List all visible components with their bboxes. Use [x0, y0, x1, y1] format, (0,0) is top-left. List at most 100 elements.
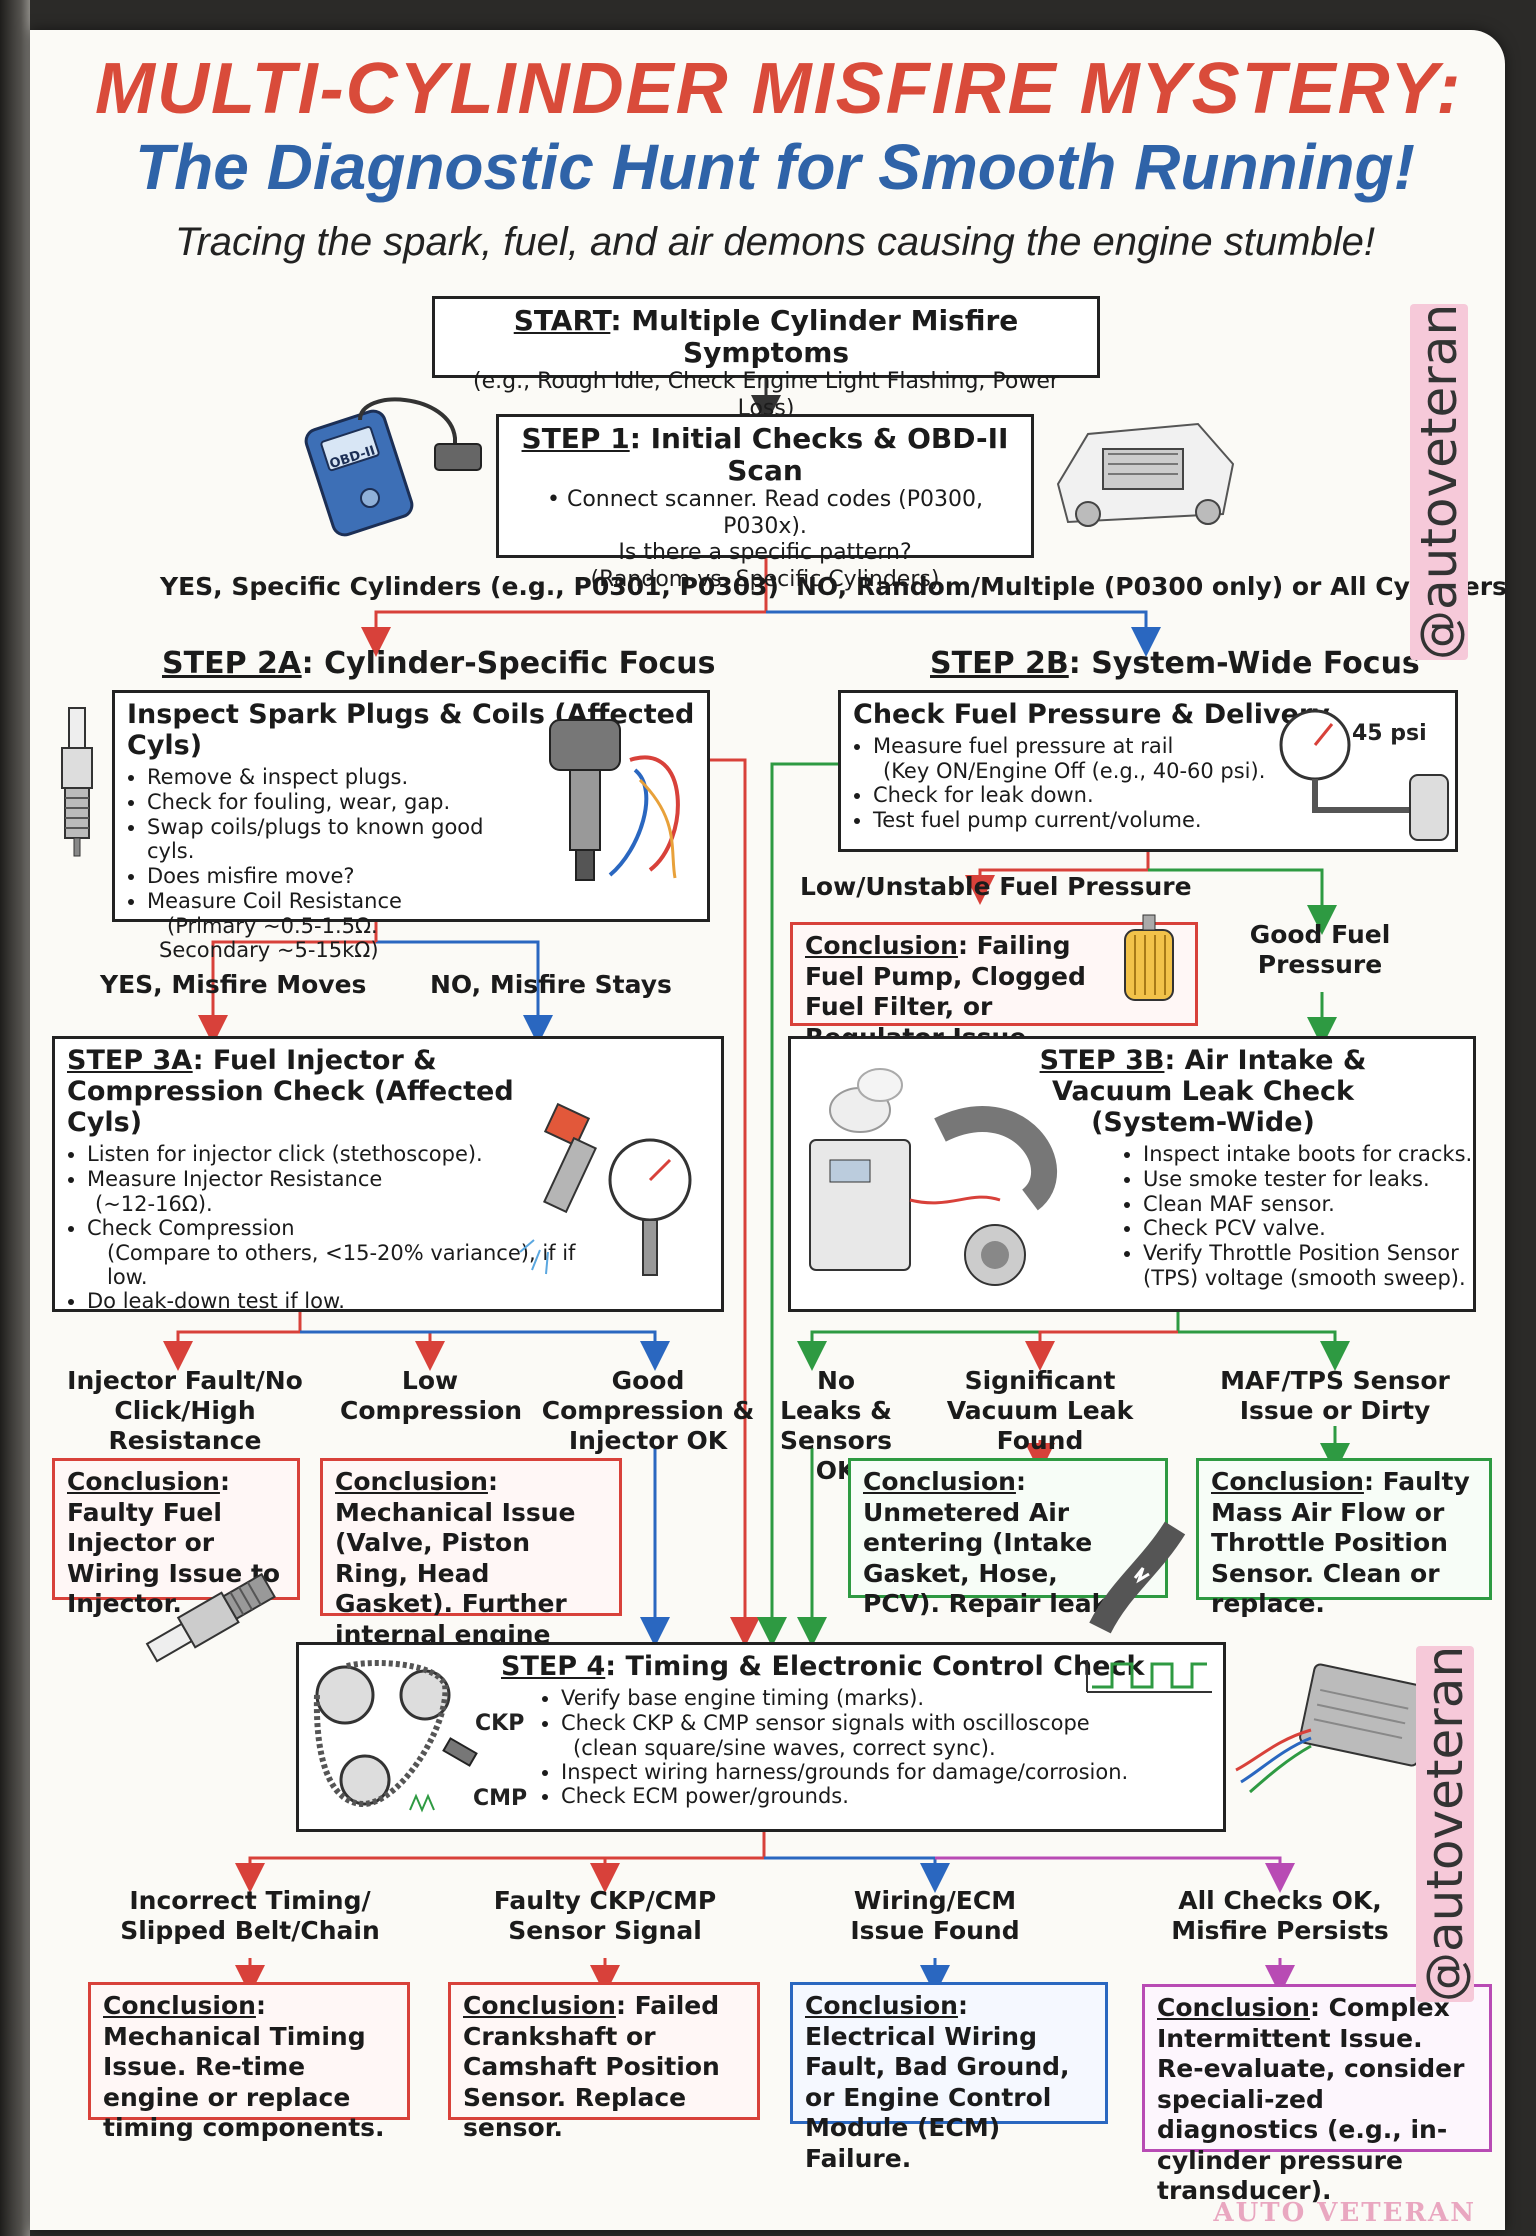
ignition-coil-multimeter-icon — [549, 719, 680, 881]
step1-title: : Initial Checks & OBD-II Scan — [629, 422, 1009, 488]
step2b-box-title: Check Fuel Pressure & Delivery — [853, 699, 1330, 730]
branch1-no-label: NO, Random/Multiple (P0300 only) or All … — [796, 572, 1507, 601]
step2b-title: : System-Wide Focus — [1068, 646, 1420, 681]
ckp-label: CKP — [475, 1711, 524, 1736]
fuel-good-label: Good Fuel Pressure — [1249, 920, 1391, 979]
step2a-head: STEP 2A — [162, 646, 302, 681]
ecm-module-icon — [1235, 1663, 1433, 1794]
cmp-label: CMP — [473, 1786, 527, 1811]
handle-text: @autoveteran — [1416, 1645, 1474, 2002]
branch4-allok-label: All Checks OK, Misfire Persists — [1171, 1886, 1389, 1945]
step3b-item: Verify Throttle Position Sensor (TPS) vo… — [1143, 1241, 1483, 1291]
injector-concl-text: : Faulty Fuel Injector or Wiring Issue t… — [67, 1467, 281, 1618]
step3b-item: Clean MAF sensor. — [1143, 1192, 1483, 1217]
step3a-title: : Fuel Injector & Compression Check (Aff… — [67, 1045, 514, 1139]
step2b-heading: STEP 2B: System-Wide Focus — [930, 646, 1420, 681]
branch3a-lowcomp-label: Low Compression — [340, 1366, 523, 1425]
fuel-gauge-icon: 45 psi — [1279, 709, 1449, 841]
step1-line1: • Connect scanner. Read codes (P0300, P0… — [546, 487, 983, 539]
unmetered-conclusion-box: Conclusion: Unmetered Air entering (Inta… — [848, 1458, 1168, 1618]
tagline: Tracing the spark, fuel, and air demons … — [175, 220, 1375, 264]
square-wave-icon — [1086, 1660, 1212, 1693]
step3a-item2-sub: (~12-16Ω). — [95, 1191, 213, 1216]
cracked-hose-icon — [1089, 1521, 1186, 1634]
step3a-item: Do leak-down test if low. — [87, 1289, 557, 1314]
step2a-resist2: Secondary ~5-15kΩ) — [159, 937, 379, 962]
fuel-concl-head: Conclusion — [805, 931, 958, 960]
notebook-spine — [0, 0, 30, 2236]
branch4-timing-label: Incorrect Timing/ Slipped Belt/Chain — [120, 1886, 380, 1945]
fuel-low-label: Low/Unstable Fuel Pressure — [800, 872, 1192, 901]
handle-watermark-top: @autoveteran — [1410, 300, 1468, 660]
step1-head: STEP 1 — [521, 422, 630, 455]
footer-brand: AUTO VETERAN — [1213, 2198, 1476, 2228]
step2a-item: Remove & inspect plugs. — [147, 765, 527, 790]
branch2a-no-label: NO, Misfire Stays — [430, 970, 672, 999]
start-head: START — [513, 304, 611, 337]
engine-bay-icon — [1056, 422, 1235, 527]
step4-item: Inspect wiring harness/grounds for damag… — [561, 1760, 1221, 1785]
concl-head: Conclusion — [335, 1467, 488, 1496]
branch3b-vacuum-label: Significant Vacuum Leak Found — [946, 1366, 1134, 1455]
main-subtitle-heading: The Diagnostic Hunt for Smooth Running! — [135, 131, 1415, 203]
step3a-head: STEP 3A — [67, 1045, 193, 1076]
step4-item2-sub: (clean square/sine waves, correct sync). — [573, 1735, 996, 1760]
concl-head: Conclusion — [863, 1467, 1016, 1496]
step2a-item: Check for fouling, wear, gap. — [147, 790, 527, 815]
step4-item: Check CKP & CMP sensor signals with osci… — [561, 1711, 1221, 1736]
step3b-item: Inspect intake boots for cracks. — [1143, 1142, 1483, 1167]
complex-conclusion-box: Conclusion: Complex Intermittent Issue. … — [1142, 1984, 1492, 2205]
handle-watermark-bottom: @autoveteran — [1416, 1642, 1474, 2002]
concl-head: Conclusion — [1157, 1993, 1310, 2022]
wiring-concl-text: : Electrical Wiring Fault, Bad Ground, o… — [805, 1991, 1070, 2173]
concl-head: Conclusion — [1211, 1467, 1364, 1496]
step1-line2: Is there a specific pattern? — [618, 540, 912, 566]
sensor-failure-concl-text: : Failed Crankshaft or Camshaft Position… — [463, 1991, 720, 2142]
complex-concl-text: : Complex Intermittent Issue. Re-evaluat… — [1157, 1993, 1465, 2205]
branch1-yes-label: YES, Specific Cylinders (e.g., P0301, P0… — [160, 572, 779, 601]
injector-conclusion-box: Conclusion: Faulty Fuel Injector or Wiri… — [52, 1458, 300, 1618]
fuel-filter-icon — [1124, 914, 1174, 1001]
branch4-sensor-label: Faulty CKP/CMP Sensor Signal — [493, 1886, 717, 1945]
smoke-tester-intake-icon — [809, 1068, 1058, 1286]
start-title: : Multiple Cylinder Misfire Symptoms — [610, 304, 1019, 370]
step4-box: STEP 4: Timing & Electronic Control Chec… — [296, 1642, 1226, 1832]
timing-belt-sensor-icon: CKP CMP — [313, 1660, 527, 1813]
step2b-head: STEP 2B — [930, 646, 1069, 681]
main-title: MULTI-CYLINDER MISFIRE MYSTERY: — [95, 49, 1463, 129]
step2a-heading: STEP 2A: Cylinder-Specific Focus — [162, 646, 716, 681]
step2a-resist1: (Primary ~0.5-1.5Ω. — [167, 913, 378, 938]
injector-compression-icon — [519, 1102, 692, 1276]
step4-item: Verify base engine timing (marks). — [561, 1686, 1221, 1711]
step3a-item: Measure Injector Resistance — [87, 1167, 557, 1192]
spark-plug-icon — [61, 707, 93, 857]
step2a-item: Measure Coil Resistance — [147, 889, 527, 914]
sensor-conclusion-box: Conclusion: Faulty Mass Air Flow or Thro… — [1196, 1458, 1492, 1618]
step4-head: STEP 4 — [501, 1651, 606, 1682]
step2b-item: Check for leak down. — [873, 783, 1303, 808]
branch2a-yes-label: YES, Misfire Moves — [100, 970, 367, 999]
timing-conclusion-box: Conclusion: Mechanical Timing Issue. Re-… — [88, 1982, 410, 2142]
mechanical-conclusion-box: Conclusion: Mechanical Issue (Valve, Pis… — [320, 1458, 622, 1679]
branch3b-noleaks-label: No Leaks & Sensors OK — [779, 1366, 893, 1485]
step3a-item3-sub: (Compare to others, <15-20% variance), i… — [107, 1240, 576, 1289]
obd-scanner-icon: OBD-II — [304, 397, 482, 537]
concl-head: Conclusion — [463, 1991, 616, 2020]
sensor-failure-conclusion-box: Conclusion: Failed Crankshaft or Camshaf… — [448, 1982, 760, 2142]
sensor-concl-text: : Faulty Mass Air Flow or Throttle Posit… — [1211, 1467, 1470, 1618]
branch3b-maf-label: MAF/TPS Sensor Issue or Dirty — [1220, 1366, 1450, 1425]
step1-line3: (Random vs. Specific Cylinders) — [590, 566, 940, 592]
step3b-item: Check PCV valve. — [1143, 1216, 1483, 1241]
unmetered-concl-text: : Unmetered Air entering (Intake Gasket,… — [863, 1467, 1118, 1618]
branch3a-fault-label: Injector Fault/No Click/High Resistance — [67, 1366, 303, 1455]
step2b-item: Test fuel pump current/volume. — [873, 808, 1303, 833]
step2a-item: Does misfire move? — [147, 864, 527, 889]
spark-plug-icon — [145, 1572, 276, 1663]
step2b-item1-sub: (Key ON/Engine Off (e.g., 40-60 psi). — [883, 758, 1266, 783]
step3a-box: STEP 3A: Fuel Injector & Compression Che… — [52, 1036, 724, 1314]
step3a-item: Listen for injector click (stethoscope). — [87, 1142, 557, 1167]
step3b-title: : Air Intake & Vacuum Leak Check (System… — [1051, 1045, 1367, 1139]
step3a-item: Check Compression — [87, 1216, 557, 1241]
step4-item: Check ECM power/grounds. — [561, 1784, 1221, 1809]
concl-head: Conclusion — [805, 1991, 958, 2020]
